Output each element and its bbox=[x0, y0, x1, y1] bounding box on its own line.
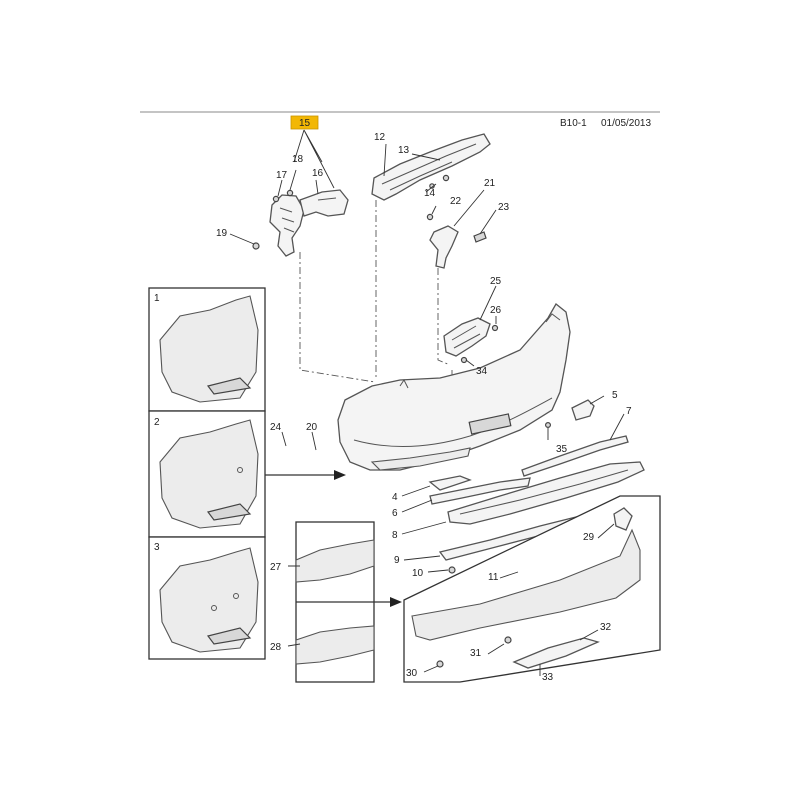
group-code: B10-1 bbox=[560, 118, 587, 129]
callout-32[interactable]: 32 bbox=[600, 622, 612, 633]
lower-panel-detail bbox=[459, 469, 629, 515]
callout-27[interactable]: 27 bbox=[270, 562, 282, 573]
reflector[interactable] bbox=[571, 399, 595, 421]
bumper-reinforcement[interactable] bbox=[371, 133, 491, 201]
variant-box-1[interactable] bbox=[148, 287, 266, 412]
callout-30[interactable]: 30 bbox=[406, 668, 418, 679]
callout-26[interactable]: 26 bbox=[490, 305, 502, 316]
fastener-35[interactable] bbox=[544, 422, 551, 429]
callout-14[interactable]: 14 bbox=[424, 188, 436, 199]
callout-7[interactable]: 7 bbox=[626, 406, 632, 417]
variant-box-3[interactable] bbox=[148, 536, 266, 660]
callout-10[interactable]: 10 bbox=[412, 568, 424, 579]
lower-trim-strip[interactable] bbox=[429, 477, 531, 505]
callout-5[interactable]: 5 bbox=[612, 390, 618, 401]
highlight-box[interactable] bbox=[290, 115, 319, 130]
plate-bracket[interactable] bbox=[443, 317, 499, 364]
callout-33[interactable]: 33 bbox=[542, 672, 554, 683]
fastener-10[interactable] bbox=[448, 566, 456, 574]
callout-8[interactable]: 8 bbox=[392, 530, 398, 541]
callout-1[interactable]: 1 bbox=[154, 293, 160, 304]
callout-16[interactable]: 16 bbox=[312, 168, 324, 179]
side-bracket-assembly[interactable] bbox=[252, 189, 349, 257]
trim-strip[interactable] bbox=[521, 435, 629, 477]
variant-box-2[interactable] bbox=[148, 410, 266, 538]
callout-29[interactable]: 29 bbox=[583, 532, 595, 543]
callout-3[interactable]: 3 bbox=[154, 542, 160, 553]
lower-trim-left[interactable] bbox=[428, 475, 472, 491]
callout-17[interactable]: 17 bbox=[276, 170, 288, 181]
callout-23[interactable]: 23 bbox=[498, 202, 510, 213]
callout-24[interactable]: 24 bbox=[270, 422, 282, 433]
callout-9[interactable]: 9 bbox=[394, 555, 400, 566]
callout-21[interactable]: 21 bbox=[484, 178, 496, 189]
leader-lines bbox=[229, 129, 625, 676]
callout-6[interactable]: 6 bbox=[392, 508, 398, 519]
callout-labels: 1 2 3 4 5 6 7 8 9 10 11 12 13 14 16 17 1… bbox=[154, 132, 632, 683]
detail-box-27-28[interactable] bbox=[295, 521, 375, 683]
arrows bbox=[265, 470, 402, 607]
callout-11[interactable]: 11 bbox=[488, 572, 499, 583]
callout-34[interactable]: 34 bbox=[476, 366, 488, 377]
callout-18[interactable]: 18 bbox=[292, 154, 304, 165]
callout-25[interactable]: 25 bbox=[490, 276, 502, 287]
callout-19[interactable]: 19 bbox=[216, 228, 228, 239]
callout-35[interactable]: 35 bbox=[556, 444, 568, 455]
rear-bumper-cover[interactable] bbox=[337, 303, 571, 471]
callout-22[interactable]: 22 bbox=[450, 196, 462, 207]
diagram-date: 01/05/2013 bbox=[601, 118, 651, 129]
callout-13[interactable]: 13 bbox=[398, 145, 410, 156]
callout-2[interactable]: 2 bbox=[154, 417, 160, 428]
highlighted-callout[interactable]: 15 bbox=[299, 118, 311, 129]
callout-4[interactable]: 4 bbox=[392, 492, 398, 503]
callout-20[interactable]: 20 bbox=[306, 422, 318, 433]
callout-28[interactable]: 28 bbox=[270, 642, 282, 653]
detail-box-diffuser[interactable] bbox=[403, 495, 661, 683]
callout-12[interactable]: 12 bbox=[374, 132, 386, 143]
callout-31[interactable]: 31 bbox=[470, 648, 482, 659]
